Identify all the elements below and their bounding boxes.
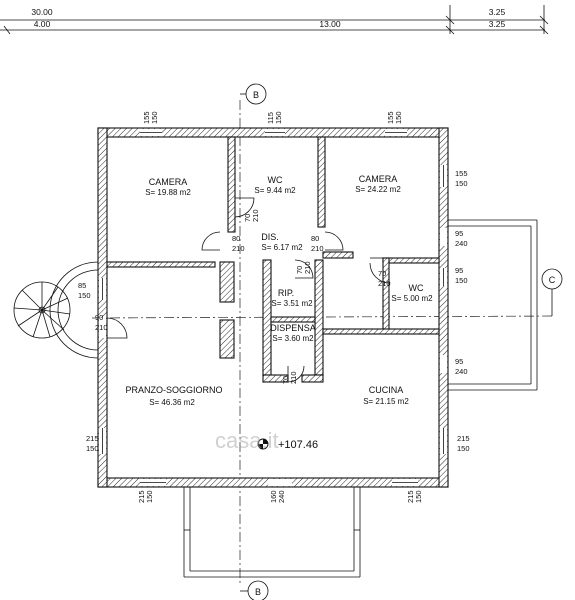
room-area-dispensa: S= 3.60 m2 — [272, 334, 314, 343]
opening-right-5-height: 150 — [457, 444, 470, 453]
opening-right-4-width: 95 — [455, 357, 463, 366]
opening-top-mid-width: 115 — [266, 112, 275, 124]
opening-right-4-height: 240 — [455, 367, 468, 376]
bottom-terrace — [183, 487, 361, 578]
top-dimension-lines: 30.00 3.25 4.00 13.00 3.25 — [0, 5, 549, 35]
opening-bottom-left-width: 215 — [137, 490, 146, 503]
door-rip-width: 70 — [295, 266, 304, 274]
room-area-dis: S= 6.17 m2 — [261, 243, 303, 252]
opening-right-2-width: 95 — [455, 229, 463, 238]
opening-left-1-height: 150 — [78, 291, 91, 300]
opening-top-left-width: 155 — [142, 111, 151, 124]
room-area-rip: S= 3.51 m2 — [271, 299, 313, 308]
opening-right-3-width: 95 — [455, 266, 463, 275]
room-area-camera-1: S= 19.88 m2 — [145, 188, 191, 197]
door-wc1-height: 210 — [251, 209, 260, 222]
room-area-camera-2: S= 24.22 m2 — [355, 185, 401, 194]
room-area-pranzo-soggiorno: S= 46.36 m2 — [149, 398, 195, 407]
opening-top-mid-height: 150 — [274, 111, 283, 124]
room-labels: CAMERA S= 19.88 m2 WC S= 9.44 m2 CAMERA … — [125, 174, 433, 407]
opening-top-right-height: 150 — [394, 111, 403, 124]
section-label-b-bottom: B — [255, 587, 261, 597]
opening-bottom-mid-width: 160 — [269, 490, 278, 503]
right-terrace — [448, 219, 538, 391]
interior-walls — [106, 136, 440, 383]
opening-bottom-right-width: 215 — [406, 490, 415, 503]
dim-row1-right: 3.25 — [489, 7, 506, 17]
room-name-cucina: CUCINA — [369, 385, 404, 395]
dim-row1-left: 30.00 — [31, 7, 53, 17]
room-name-pranzo-soggiorno: PRANZO-SOGGIORNO — [125, 385, 222, 395]
room-name-camera-2: CAMERA — [359, 174, 398, 184]
opening-top-left-height: 150 — [150, 111, 159, 124]
opening-bottom-right-height: 150 — [414, 490, 423, 503]
door-rip-height: 210 — [303, 261, 312, 274]
section-axes: B B C — [91, 83, 563, 600]
section-label-b-top: B — [253, 90, 259, 100]
room-area-cucina: S= 21.15 m2 — [363, 397, 409, 406]
outer-walls — [97, 127, 449, 488]
room-area-wc-1: S= 9.44 m2 — [254, 186, 296, 195]
door-dispensa-height: 210 — [289, 371, 298, 384]
door-dis-left-width: 80 — [232, 234, 240, 243]
opening-right-1-height: 150 — [455, 179, 468, 188]
spiral-staircase — [13, 261, 99, 359]
door-swings — [106, 197, 391, 383]
elevation-value: +107.46 — [278, 439, 318, 451]
room-name-wc-1: WC — [268, 175, 283, 185]
watermark-text: casa.it — [215, 428, 279, 453]
room-name-dis: DIS. — [261, 232, 279, 242]
room-area-wc-2: S= 5.00 m2 — [391, 294, 433, 303]
opening-right-3-height: 150 — [455, 276, 468, 285]
door-dis-right-height: 210 — [311, 244, 324, 253]
door-wc2-height: 210 — [378, 279, 391, 288]
door-wc1-width: 70 — [243, 214, 252, 222]
section-label-c: C — [549, 275, 556, 285]
room-name-rip: RIP. — [278, 288, 294, 298]
dim-row2-left: 4.00 — [34, 19, 51, 29]
door-dis-left-height: 210 — [232, 244, 245, 253]
room-name-wc-2: WC — [409, 283, 424, 293]
opening-top-right-width: 155 — [386, 111, 395, 124]
dim-row2-mid: 13.00 — [319, 19, 341, 29]
room-name-dispensa: DISPENSA — [270, 323, 316, 333]
opening-right-5-width: 215 — [457, 434, 470, 443]
opening-left-2-height: 210 — [95, 323, 108, 332]
room-name-camera-1: CAMERA — [149, 177, 188, 187]
opening-right-1-width: 155 — [455, 169, 468, 178]
door-wc2-width: 70 — [378, 269, 386, 278]
door-dis-right-width: 80 — [311, 234, 319, 243]
elevation-marker: +107.46 — [257, 438, 318, 451]
opening-right-2-height: 240 — [455, 239, 468, 248]
opening-left-3-height: 150 — [86, 444, 99, 453]
opening-bottom-left-height: 150 — [145, 490, 154, 503]
opening-bottom-mid-height: 240 — [277, 490, 286, 503]
opening-left-1-width: 85 — [78, 281, 86, 290]
dim-row2-right: 3.25 — [489, 19, 506, 29]
opening-left-2-width: 90 — [95, 313, 103, 322]
door-dispensa-width: 70 — [281, 376, 290, 384]
opening-dimensions: 155 150 115 150 155 150 155 150 95 240 9… — [78, 111, 470, 503]
opening-left-3-width: 215 — [86, 434, 99, 443]
